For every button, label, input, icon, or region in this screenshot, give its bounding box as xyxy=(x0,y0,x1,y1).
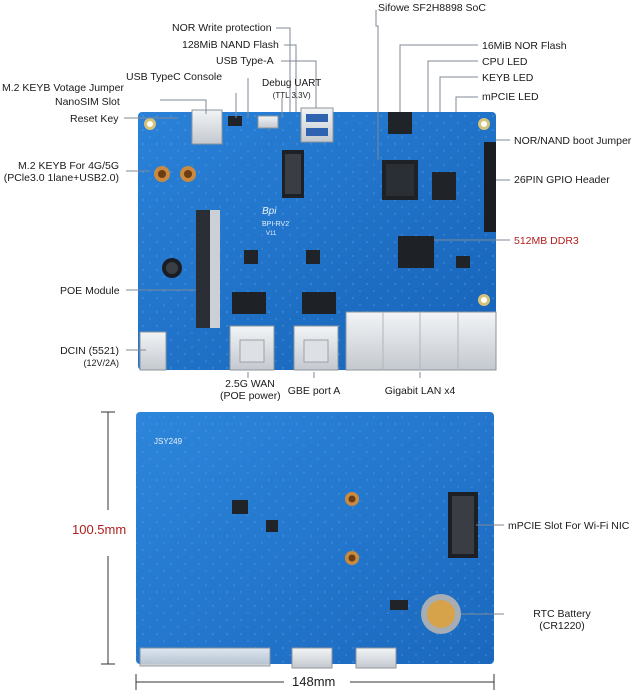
rtc-battery-title: RTC Battery xyxy=(533,608,591,620)
usb-type-a-label: USB Type-A xyxy=(216,55,274,67)
m2-keyb-detail: (PCle3.0 1lane+USB2.0) xyxy=(3,172,119,184)
reset-key-label: Reset Key xyxy=(70,113,119,125)
height-dimension: 100.5mm xyxy=(72,522,127,537)
dcin-title: DCIN (5521) xyxy=(60,345,119,357)
ddr-label: 512MB DDR3 xyxy=(514,235,579,247)
wan-detail: (POE power) xyxy=(220,390,281,402)
boot-jumper-label: NOR/NAND boot Jumper xyxy=(514,135,632,147)
mpcie-slot-label: mPCIE Slot For Wi-Fi NIC xyxy=(508,520,630,532)
lan-label: Gigabit LAN x4 xyxy=(384,385,456,397)
cpu-led-label: CPU LED xyxy=(482,56,528,68)
wan-title: 2.5G WAN xyxy=(225,378,275,390)
debug-uart-voltage: (TTL 3.3V) xyxy=(272,91,311,100)
gpio-header-label: 26PIN GPIO Header xyxy=(514,174,610,186)
width-dimension: 148mm xyxy=(292,674,336,689)
wan-label: 2.5G WAN (POE power) xyxy=(220,378,281,402)
m2-keyb-label: M.2 KEYB For 4G/5G (PCle3.0 1lane+USB2.0… xyxy=(4,160,119,184)
leader-lines xyxy=(124,10,510,615)
board-model: BPI-RV2 xyxy=(262,221,289,228)
debug-uart-title: Debug UART xyxy=(262,78,322,89)
nand-flash-label: 128MiB NAND Flash xyxy=(182,39,279,51)
rtc-battery-label: RTC Battery (CR1220) xyxy=(512,608,612,632)
nanosim-slot-label: NanoSIM Slot xyxy=(55,96,120,108)
bottom-silk: JSY249 xyxy=(154,437,183,446)
gbe-port-label: GBE port A xyxy=(287,385,341,397)
dcin-spec: (12V/2A) xyxy=(83,358,119,368)
m2-voltage-jumper-label: M.2 KEYB Votage Jumper xyxy=(2,82,124,94)
mpcie-led-label: mPCIE LED xyxy=(482,91,539,103)
board-logo: Bpi xyxy=(262,206,277,217)
poe-module-label: POE Module xyxy=(60,285,120,297)
dcin-label: DCIN (5521) (12V/2A) xyxy=(60,345,119,369)
soc-label: Sifowe SF2H8898 SoC xyxy=(378,2,486,14)
dimension-lines xyxy=(101,411,495,690)
keyb-led-label: KEYB LED xyxy=(482,72,534,84)
usb-typec-console-label: USB TypeC Console xyxy=(126,71,223,83)
bottom-board: JSY249 xyxy=(136,412,494,669)
rtc-battery-type: (CR1220) xyxy=(539,620,585,632)
nor-flash-label: 16MiB NOR Flash xyxy=(482,40,567,52)
nor-write-protection-label: NOR Write protection xyxy=(172,22,272,34)
top-board: Bpi BPI-RV2 V11 xyxy=(138,107,497,371)
m2-keyb-title: M.2 KEYB For 4G/5G xyxy=(18,160,119,172)
board-version: V11 xyxy=(266,231,277,237)
debug-uart-label: Debug UART (TTL 3.3V) xyxy=(262,78,321,102)
